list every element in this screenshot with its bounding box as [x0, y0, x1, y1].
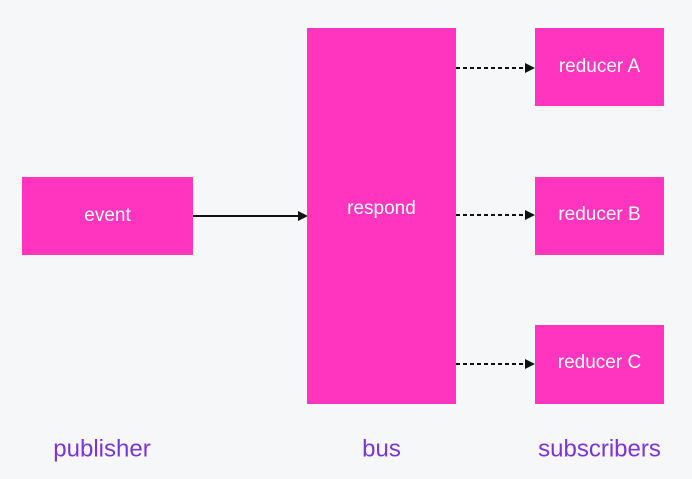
event-node: event	[22, 177, 193, 255]
reducer-a-box	[535, 28, 664, 106]
reducer-b-label: reducer B	[558, 204, 640, 225]
respond-label: respond	[347, 198, 416, 219]
reducer-a-label: reducer A	[559, 56, 641, 77]
respond-box	[307, 28, 456, 404]
section-label-publisher: publisher	[53, 435, 150, 462]
reducer-b-node: reducer B	[535, 177, 664, 255]
event-box	[22, 177, 193, 255]
reducer-c-node: reducer C	[535, 325, 664, 404]
reducer-c-box	[535, 325, 664, 404]
reducer-b-box	[535, 177, 664, 255]
reducer-a-node: reducer A	[535, 28, 664, 106]
respond-node: respond	[307, 28, 456, 404]
event-label: event	[84, 205, 131, 226]
section-label-subscribers: subscribers	[538, 435, 661, 462]
section-label-bus: bus	[362, 435, 401, 462]
reducer-c-label: reducer C	[558, 352, 641, 373]
